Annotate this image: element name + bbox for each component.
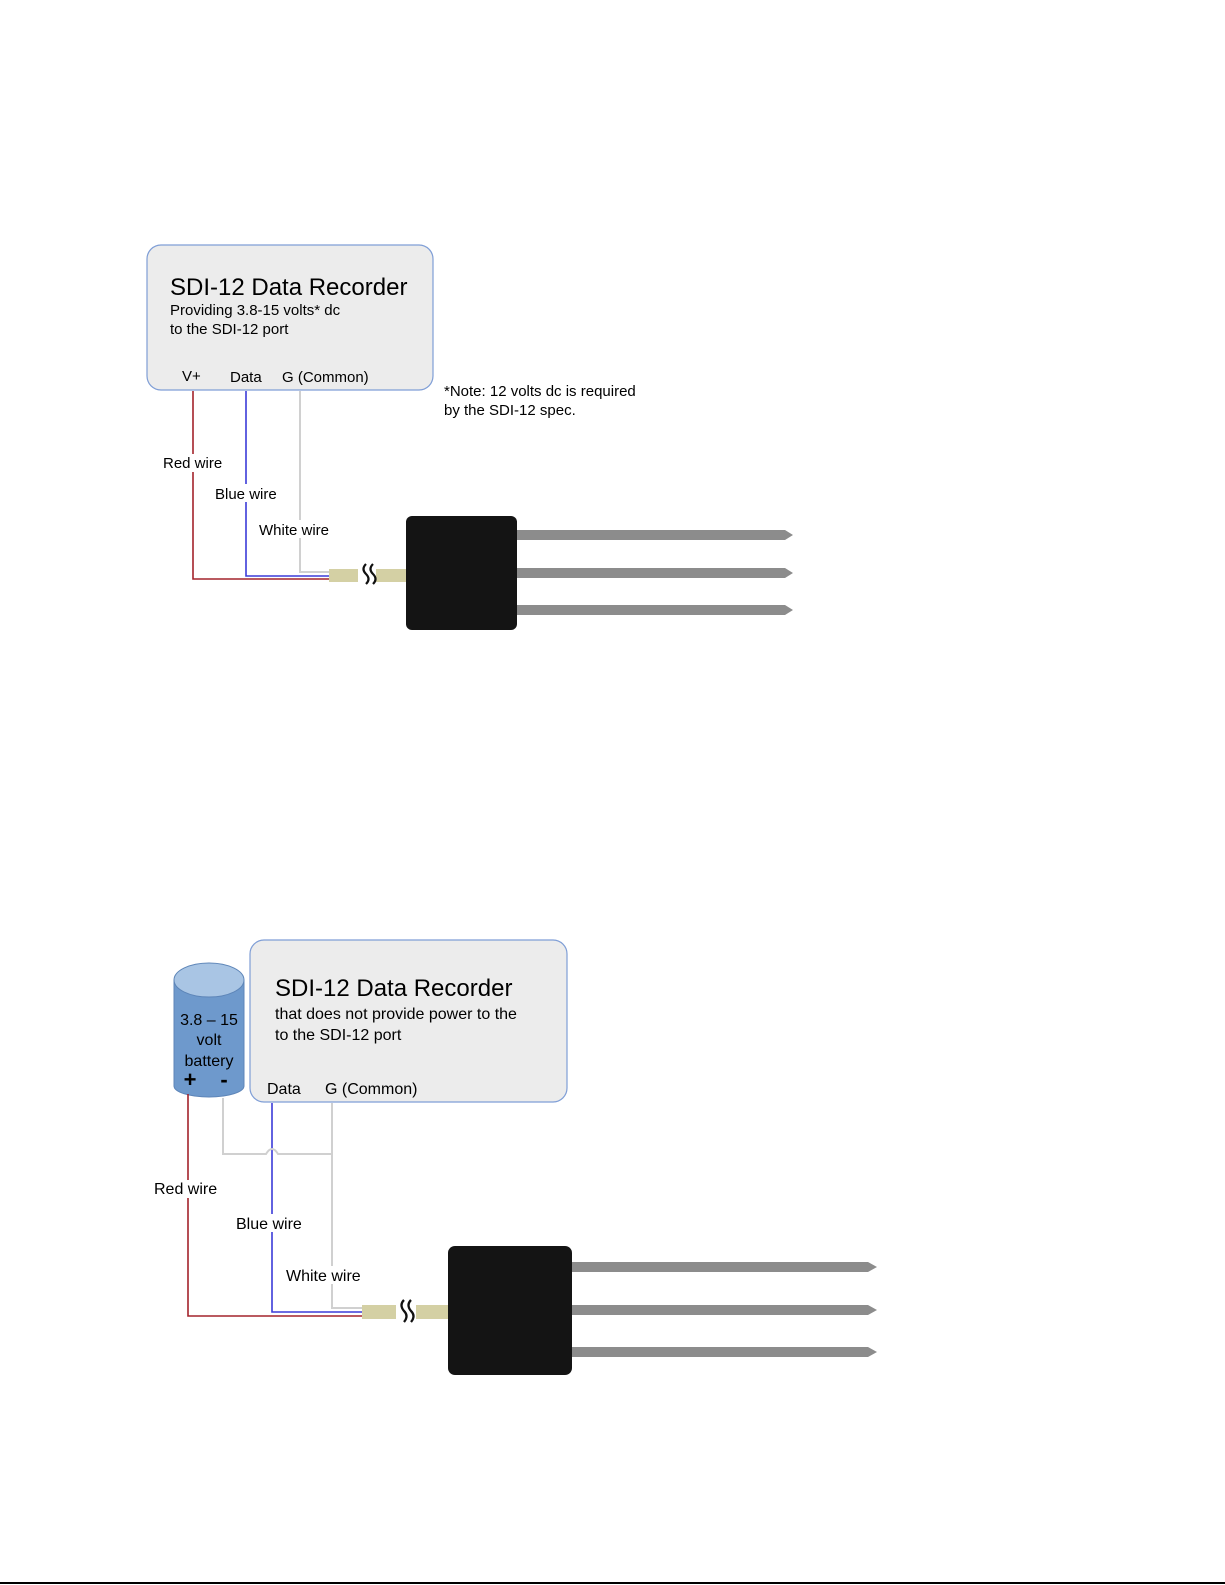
blue-wire-label-bg [252,1214,310,1232]
sensor-probe [514,605,793,615]
diagram-external-battery: SDI-12 Data Recorder that does not provi… [154,939,877,1375]
blue-wire [271,1103,366,1313]
red-wire-label-bg [167,1180,225,1198]
soil-sensor [448,1246,877,1375]
terminal-ground: G (Common) [325,1081,417,1098]
battery-label-line2: volt [197,1032,222,1049]
recorder-title: SDI-12 Data Recorder [275,975,512,1002]
recorder-subtitle-line2: to the SDI-12 port [275,1027,402,1044]
battery-negative-jumper [222,1098,332,1155]
red-wire [192,391,333,580]
blue-wire-label: Blue wire [236,1216,302,1233]
red-wire-label: Red wire [163,455,222,472]
blue-wire-label-bg [224,484,280,502]
white-wire [331,1103,366,1309]
sensor-body [448,1246,572,1375]
terminal-data: Data [230,369,262,386]
terminal-data: Data [267,1081,301,1098]
sensor-body [406,516,517,630]
battery-label-line3: battery [185,1053,234,1070]
white-wire-label-bg [308,1266,368,1284]
battery-plus-terminal: + [184,1067,197,1092]
note-line1: *Note: 12 volts dc is required [444,383,636,400]
diagram-recorder-powered: SDI-12 Data Recorder Providing 3.8-15 vo… [146,244,793,630]
data-recorder-box [249,939,568,1103]
sensor-probe [568,1305,877,1315]
white-wire-label: White wire [259,522,329,539]
terminal-v-plus: V+ [182,368,201,385]
cable-break-icon [358,563,377,586]
battery-label-line1: 3.8 – 15 [180,1012,238,1029]
cable-break-icon [396,1299,416,1323]
data-recorder-box [146,244,434,391]
battery-top [173,962,245,998]
sensor-probe [514,530,793,540]
red-wire-label: Red wire [154,1181,217,1198]
white-wire-label: White wire [286,1268,361,1285]
sensor-probe [568,1347,877,1357]
battery-minus-terminal: - [220,1067,227,1092]
blue-wire-label: Blue wire [215,486,277,503]
terminal-ground: G (Common) [282,369,369,386]
battery-body [173,979,245,1098]
battery: 3.8 – 15 volt battery + - [173,962,245,1098]
red-wire-label-bg [173,454,225,472]
soil-sensor [406,516,793,630]
recorder-subtitle-line2: to the SDI-12 port [170,321,289,338]
recorder-title: SDI-12 Data Recorder [170,274,407,301]
white-wire [299,391,333,573]
sensor-probe [568,1262,877,1272]
note-line2: by the SDI-12 spec. [444,402,576,419]
recorder-subtitle-line1: that does not provide power to the [275,1006,517,1023]
sensor-probe [514,568,793,578]
red-wire [187,1094,366,1317]
white-wire-label-bg [280,520,336,538]
recorder-subtitle-line1: Providing 3.8-15 volts* dc [170,302,341,319]
blue-wire [245,391,333,577]
